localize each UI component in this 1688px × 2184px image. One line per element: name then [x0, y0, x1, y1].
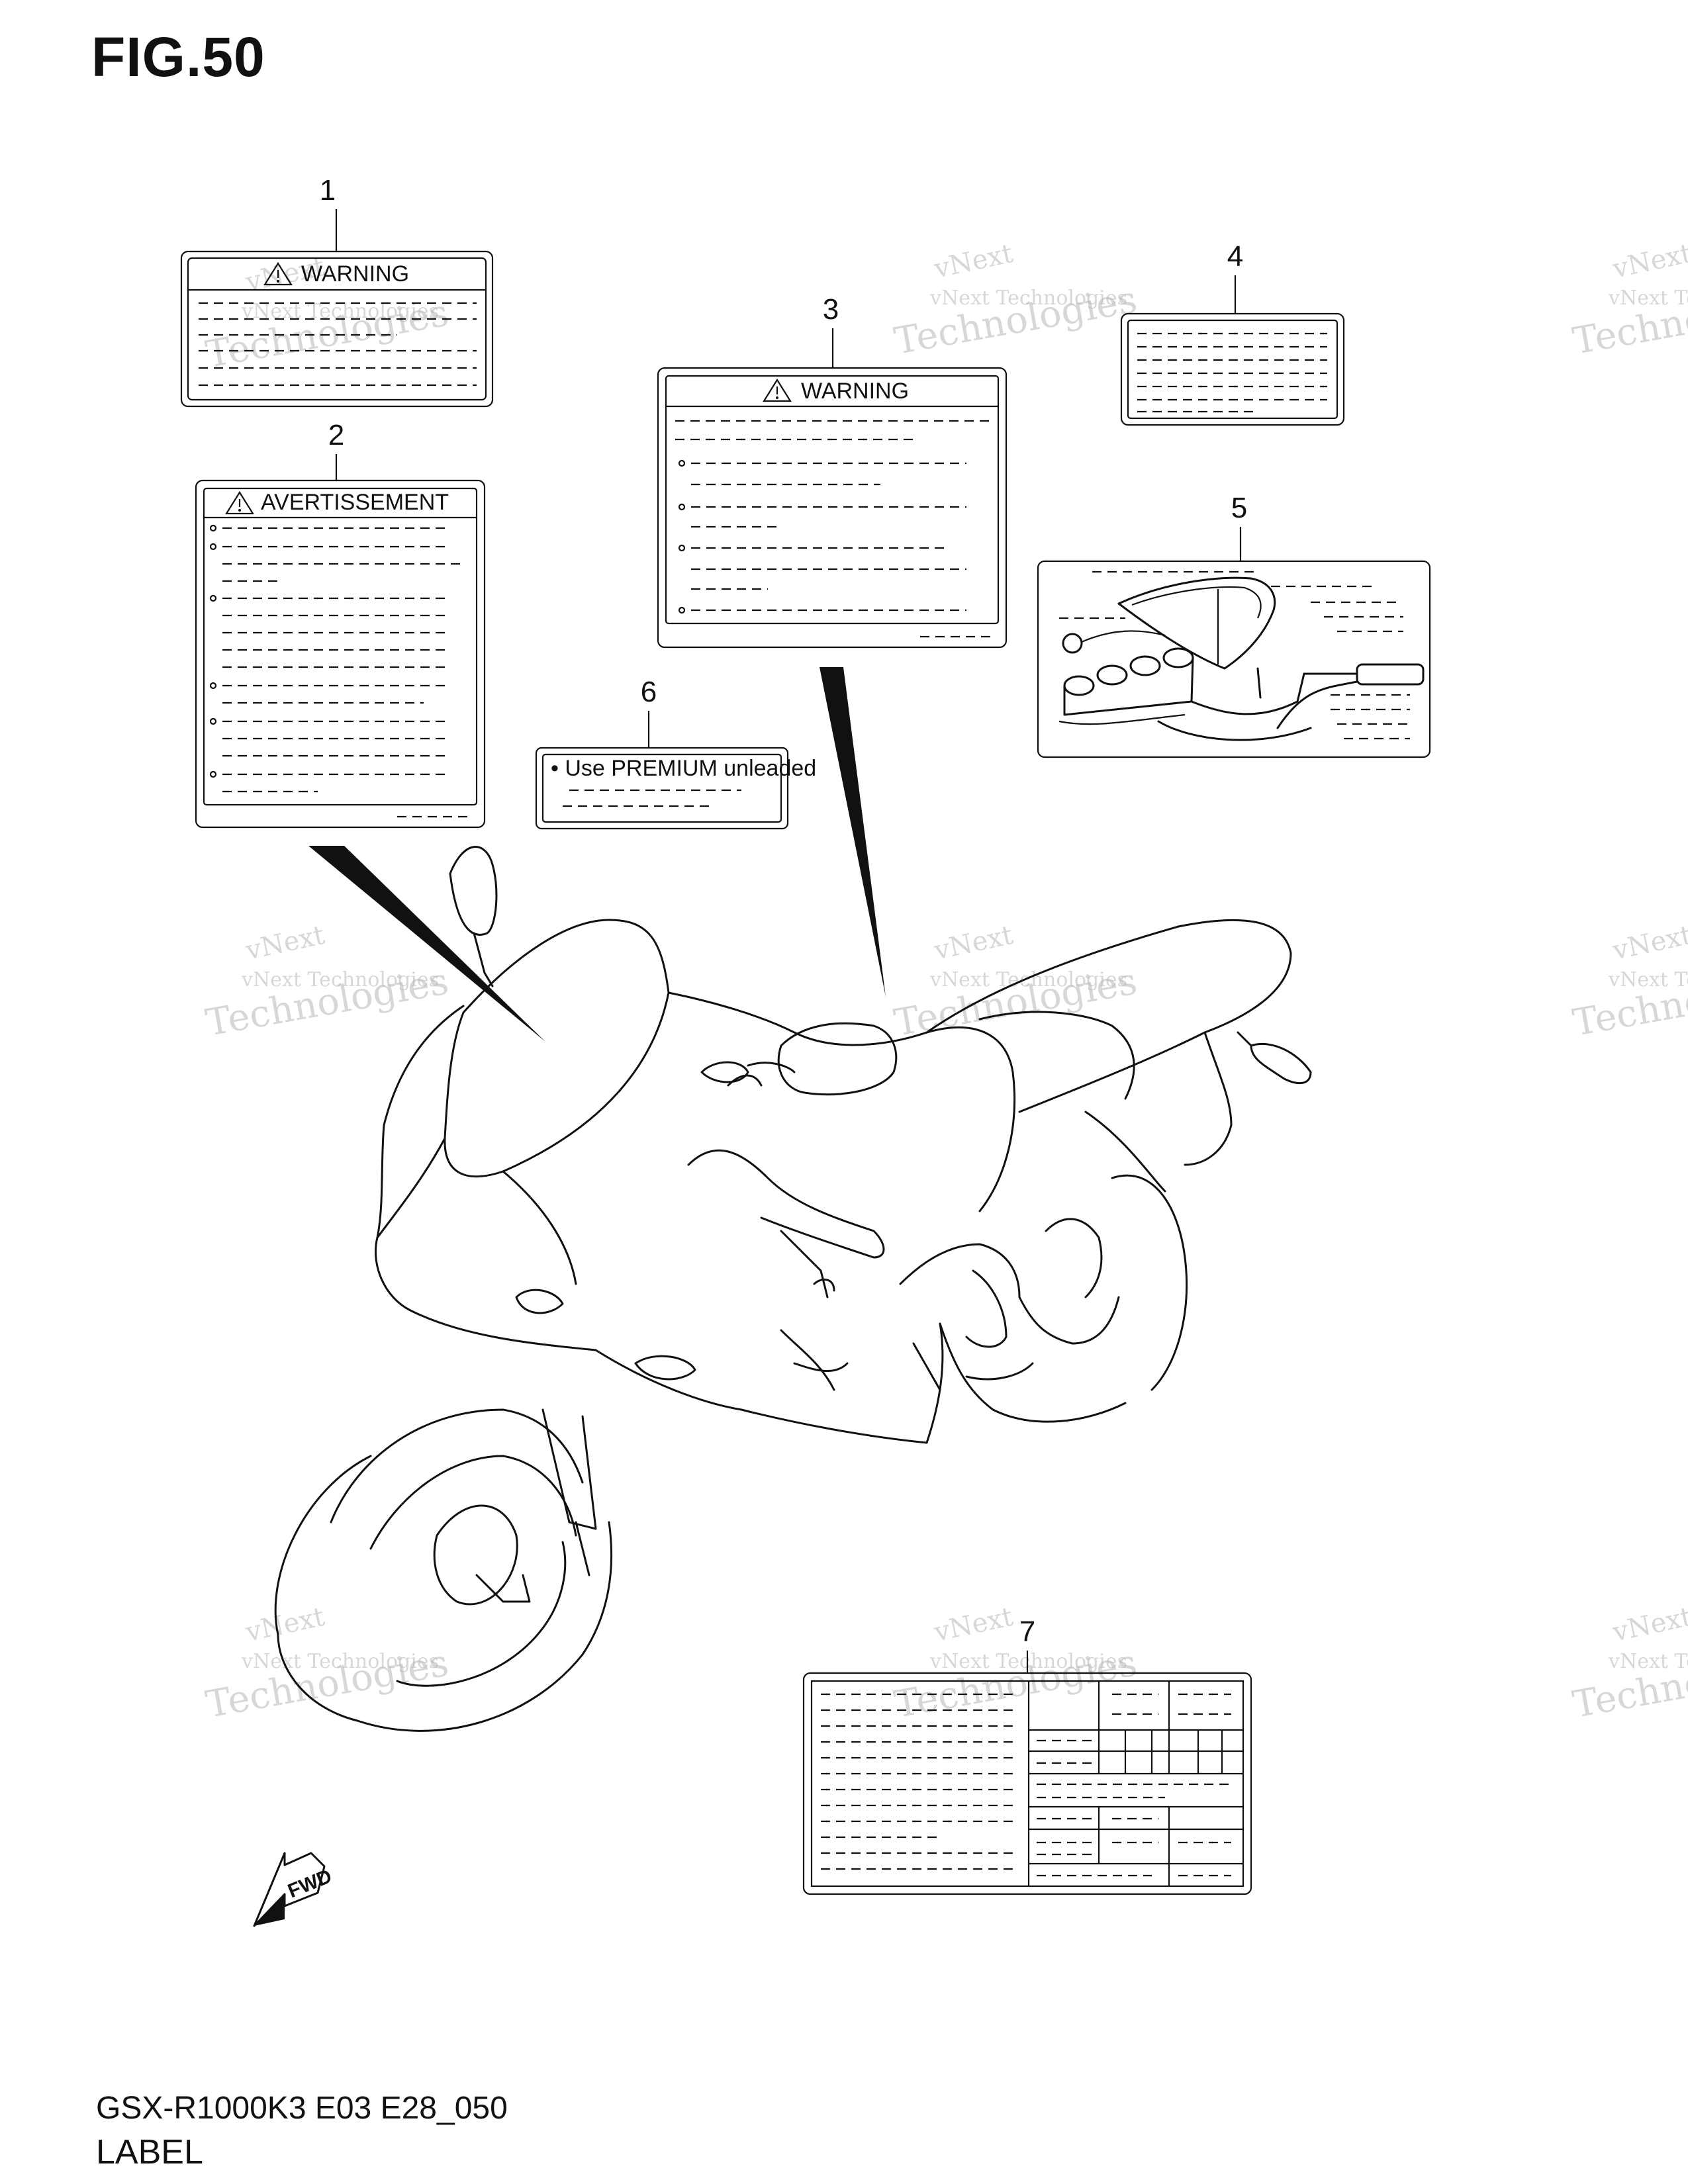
warning-triangle-icon [763, 378, 792, 402]
warning-triangle-icon [263, 261, 293, 286]
watermark: vNext vNext Technologies Technologies [1570, 920, 1688, 1045]
text-lines [1059, 570, 1410, 740]
svg-text:vNext: vNext [931, 238, 1016, 285]
svg-text:3: 3 [823, 293, 839, 326]
warning-triangle-icon [225, 490, 254, 515]
fuel-instruction: • Use PREMIUM unleaded [551, 756, 816, 781]
text-lines [675, 420, 993, 638]
svg-text:1: 1 [320, 174, 336, 206]
watermark: vNext vNext Technologies Technologies [891, 920, 1140, 1045]
svg-text:vNext Technologies: vNext Technologies [1608, 1650, 1688, 1673]
text-lines [209, 524, 470, 818]
watermark: vNext vNext Technologies Technologies [203, 1602, 451, 1727]
svg-text:5: 5 [1231, 492, 1247, 524]
watermark: vNext vNext Technologies Technologies [1570, 238, 1688, 363]
svg-text:vNext Technologies: vNext Technologies [241, 968, 439, 991]
svg-text:2: 2 [328, 419, 344, 451]
figure-title: FIG.50 [91, 26, 265, 88]
callout-2[interactable]: 2 [328, 419, 344, 480]
avertissement-heading: AVERTISSEMENT [261, 490, 449, 515]
callout-5[interactable]: 1 [320, 174, 338, 251]
warning-heading: WARNING [801, 379, 909, 404]
figure-name: LABEL [96, 2133, 203, 2171]
svg-text:vNext Technologies: vNext Technologies [1608, 968, 1688, 991]
svg-text:vNext: vNext [1610, 238, 1688, 285]
label-5-warning[interactable]: WARNING [180, 250, 494, 408]
warning-heading: WARNING [301, 261, 409, 287]
callout-3[interactable]: 4 [1227, 240, 1243, 314]
svg-text:vNext: vNext [931, 1602, 1016, 1648]
svg-text:vNext: vNext [1610, 920, 1688, 966]
svg-text:vNext: vNext [931, 920, 1016, 966]
callout-7[interactable]: 6 [641, 676, 657, 748]
label-2-avertissement[interactable]: AVERTISSEMENT [195, 479, 486, 829]
pointer-label-1 [820, 667, 886, 997]
svg-text:7: 7 [1019, 1615, 1035, 1648]
label-1-warning[interactable]: WARNING [657, 367, 1008, 649]
svg-text:vNext Technologies: vNext Technologies [929, 287, 1127, 310]
motorcycle-illustration [274, 846, 1312, 1732]
throttle-body-icon [1058, 630, 1194, 725]
svg-text:vNext: vNext [1610, 1602, 1688, 1648]
watermark: vNext vNext Technologies Technologies [891, 238, 1140, 363]
svg-text:vNext Technologies: vNext Technologies [241, 1650, 439, 1673]
figure-code: GSX-R1000K3 E03 E28_050 [96, 2091, 508, 2126]
watermark: vNext vNext Technologies Technologies [1570, 1602, 1688, 1727]
hose-routing-lines [1157, 663, 1425, 741]
text-lines [821, 1693, 1013, 1870]
svg-text:6: 6 [641, 676, 657, 708]
svg-text:vNext: vNext [243, 1602, 328, 1648]
callout-4[interactable]: 7 [1019, 1615, 1035, 1673]
svg-text:4: 4 [1227, 240, 1243, 273]
label-4-info-table[interactable] [802, 1672, 1252, 1895]
spec-grid [1029, 1681, 1243, 1886]
label-6-hose-routing[interactable] [1037, 560, 1431, 758]
label-7-fuel[interactable]: • Use PREMIUM unleaded [535, 747, 816, 830]
svg-text:vNext: vNext [243, 920, 328, 966]
watermark-layer: vNext vNext Technologies Technologies vN… [203, 238, 1688, 1727]
watermark: vNext vNext Technologies Technologies [203, 920, 451, 1045]
svg-text:vNext Technologies: vNext Technologies [929, 1650, 1127, 1673]
callout-1[interactable]: 3 [823, 293, 839, 368]
svg-text:vNext Technologies: vNext Technologies [1608, 287, 1688, 310]
fwd-arrow-icon: FWD [253, 1852, 335, 1927]
pointer-label-2 [308, 846, 545, 1042]
svg-text:vNext Technologies: vNext Technologies [929, 968, 1127, 991]
label-3[interactable] [1120, 312, 1345, 426]
watermark: vNext vNext Technologies Technologies [891, 1602, 1140, 1727]
callout-6[interactable]: 5 [1231, 492, 1247, 561]
fuel-tank-outline [1117, 576, 1276, 670]
